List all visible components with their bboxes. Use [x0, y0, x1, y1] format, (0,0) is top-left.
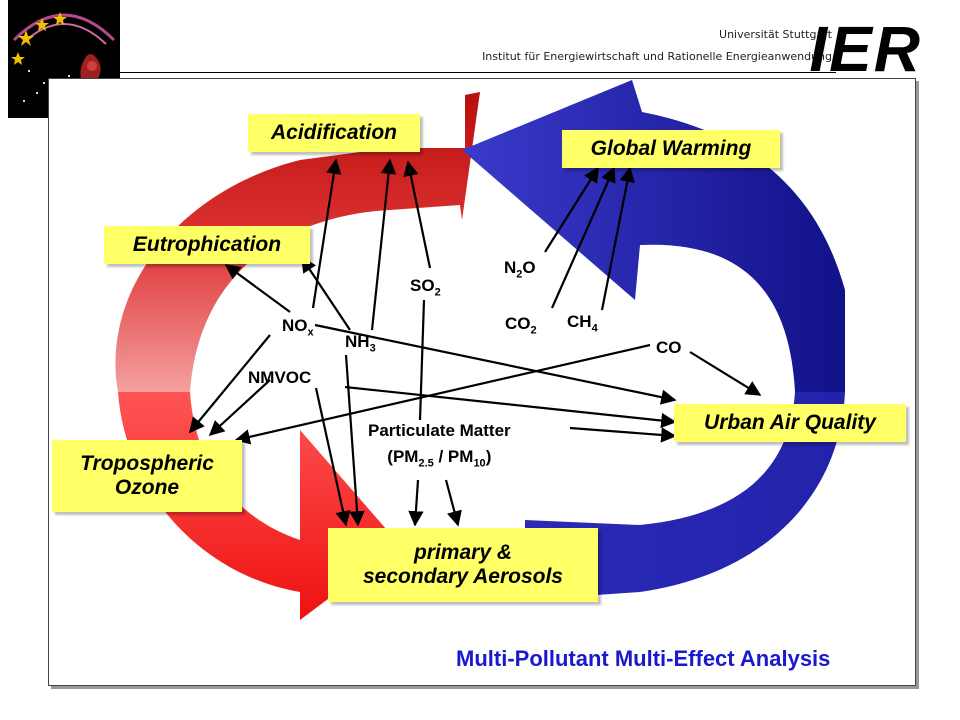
co2-label: CO2: [505, 314, 537, 337]
n2o-label: N2O: [504, 258, 536, 281]
aerosols-label-1: primary &: [413, 541, 513, 564]
tropospheric-ozone-box: Tropospheric Ozone: [52, 440, 242, 512]
blue-arc-upper: [462, 80, 845, 392]
aerosols-box: primary & secondary Aerosols: [328, 528, 598, 602]
header-divider: [120, 72, 836, 73]
ch4-label: CH4: [567, 312, 598, 335]
nox-label: NOx: [282, 316, 314, 339]
urban-air-quality-label: Urban Air Quality: [704, 411, 876, 434]
institute-name: Institut für Energiewirtschaft und Ratio…: [482, 50, 832, 63]
pm-label: Particulate Matter (PM2.5 / PM10): [368, 418, 511, 476]
nh3-label: NH3: [345, 332, 376, 355]
ier-logo: IER: [809, 13, 922, 85]
arrow-nh3-aerosols: [344, 354, 365, 527]
co-label: CO: [656, 338, 682, 357]
tropospheric-ozone-label-2: Ozone: [114, 476, 180, 499]
arrow-nox-ozone: [189, 334, 271, 434]
so2-label: SO2: [410, 276, 441, 299]
eutrophication-label: Eutrophication: [132, 233, 282, 256]
acidification-box: Acidification: [248, 114, 420, 152]
footer-title: Multi-Pollutant Multi-Effect Analysis: [456, 646, 831, 671]
global-warming-box: Global Warming: [562, 130, 780, 168]
arrow-pm-aerosols-right: [444, 479, 462, 527]
eutrophication-box: Eutrophication: [104, 226, 310, 264]
arrow-co2-gw: [550, 166, 616, 309]
acidification-label: Acidification: [270, 121, 397, 144]
arrow-nmvoc-aerosols: [314, 387, 351, 527]
pm-label-line1: Particulate Matter: [368, 421, 511, 440]
arrow-pm-aerosols-left: [408, 479, 424, 527]
urban-air-quality-box: Urban Air Quality: [674, 404, 906, 442]
arrow-nox-acidification: [311, 158, 342, 309]
arrow-so2-acidification: [403, 160, 432, 269]
blue-arc-lower: [525, 392, 845, 600]
arrow-nmvoc-urban: [344, 385, 677, 429]
arrow-pm-urban: [569, 426, 677, 443]
arrow-n2o-gw: [544, 166, 599, 253]
aerosols-label-2: secondary Aerosols: [363, 565, 563, 588]
arrow-nmvoc-ozone: [208, 379, 271, 437]
arrow-nox-urban: [314, 323, 677, 405]
arrow-nh3-eutrophication: [301, 256, 351, 331]
arrow-ch4-gw: [600, 166, 635, 311]
arrow-co-ozone: [234, 343, 651, 445]
arrow-so2-pm: [418, 299, 426, 421]
nmvoc-label: NMVOC: [248, 368, 312, 387]
arrow-nh3-acidification: [370, 158, 397, 331]
arrow-co-urban: [689, 351, 762, 396]
arrow-nox-eutrophication: [224, 264, 291, 313]
global-warming-label: Global Warming: [590, 137, 752, 160]
university-name: Universität Stuttgart: [719, 28, 832, 41]
tropospheric-ozone-label-1: Tropospheric: [80, 452, 214, 475]
pm-label-line2: (PM2.5 / PM10): [387, 447, 492, 470]
